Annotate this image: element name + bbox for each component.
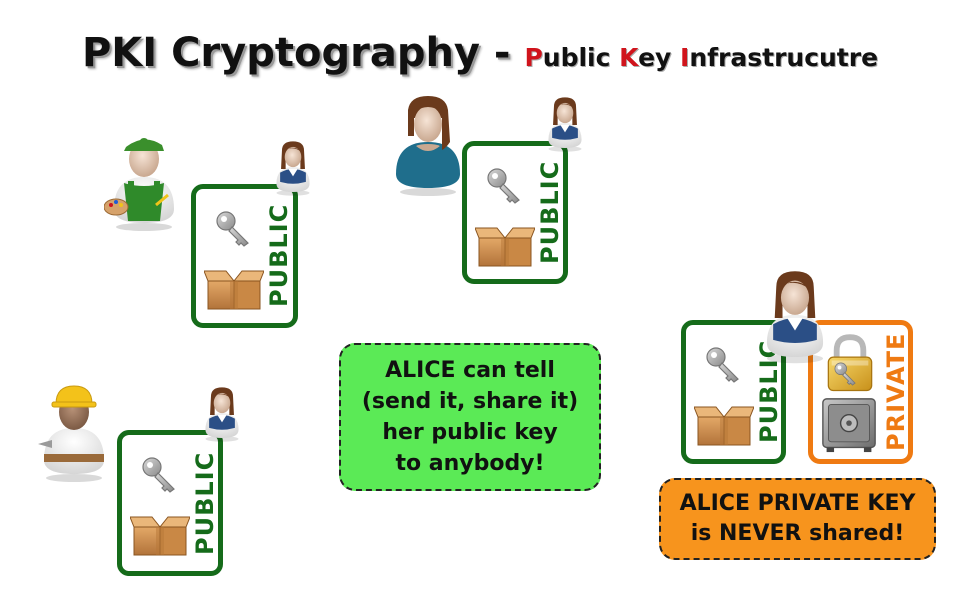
callout-line: ALICE can tell (385, 358, 555, 383)
cardboard-box-icon (130, 513, 190, 557)
callout-line: ALICE PRIVATE KEY (679, 491, 916, 516)
public-key-card-woman: PUBLIC (462, 141, 568, 284)
key-icon (833, 361, 859, 387)
key-icon (140, 455, 180, 495)
callout-line: is NEVER shared! (690, 521, 905, 546)
title-i-letter: I (680, 43, 690, 72)
title-i-rest: nfrastrucutre (689, 43, 879, 72)
title-dash: - (480, 30, 525, 76)
public-key-card-painter: PUBLIC (191, 184, 298, 328)
callout-line: her public key (382, 420, 558, 445)
callout-line: (send it, share it) (361, 389, 579, 414)
title-k-rest: ey (638, 43, 681, 72)
cardboard-box-icon (475, 224, 535, 268)
callout-line: to anybody! (395, 451, 545, 476)
title-p-letter: P (524, 43, 543, 72)
private-label: PRIVATE (882, 332, 910, 451)
painter-avatar (104, 126, 184, 236)
page-title: PKI Cryptography - Public Key Infrastruc… (0, 30, 960, 76)
key-icon (214, 209, 254, 249)
alice-avatar (542, 94, 588, 156)
alice-avatar (756, 266, 834, 370)
alice-avatar (270, 138, 316, 200)
title-main: PKI Cryptography (81, 30, 480, 76)
share-public-key-callout: ALICE can tell (send it, share it) her p… (339, 343, 601, 491)
cardboard-box-icon (694, 403, 754, 447)
public-key-card-worker: PUBLIC (117, 430, 223, 576)
alice-avatar (199, 384, 245, 446)
woman-avatar (388, 92, 468, 200)
public-label: PUBLIC (536, 160, 564, 264)
title-p-rest: ublic (542, 43, 620, 72)
key-icon (485, 166, 525, 206)
title-k-letter: K (619, 43, 639, 72)
public-label: PUBLIC (265, 203, 293, 307)
key-icon (704, 345, 744, 385)
construction-worker-avatar (34, 378, 114, 486)
title-subtitle: Public Key Infrastrucutre (524, 43, 878, 72)
public-label: PUBLIC (191, 451, 219, 555)
safe-icon (821, 397, 877, 453)
cardboard-box-icon (204, 267, 264, 311)
alice-private-key-card: PRIVATE (808, 320, 913, 464)
private-key-never-shared-callout: ALICE PRIVATE KEY is NEVER shared! (659, 478, 936, 560)
